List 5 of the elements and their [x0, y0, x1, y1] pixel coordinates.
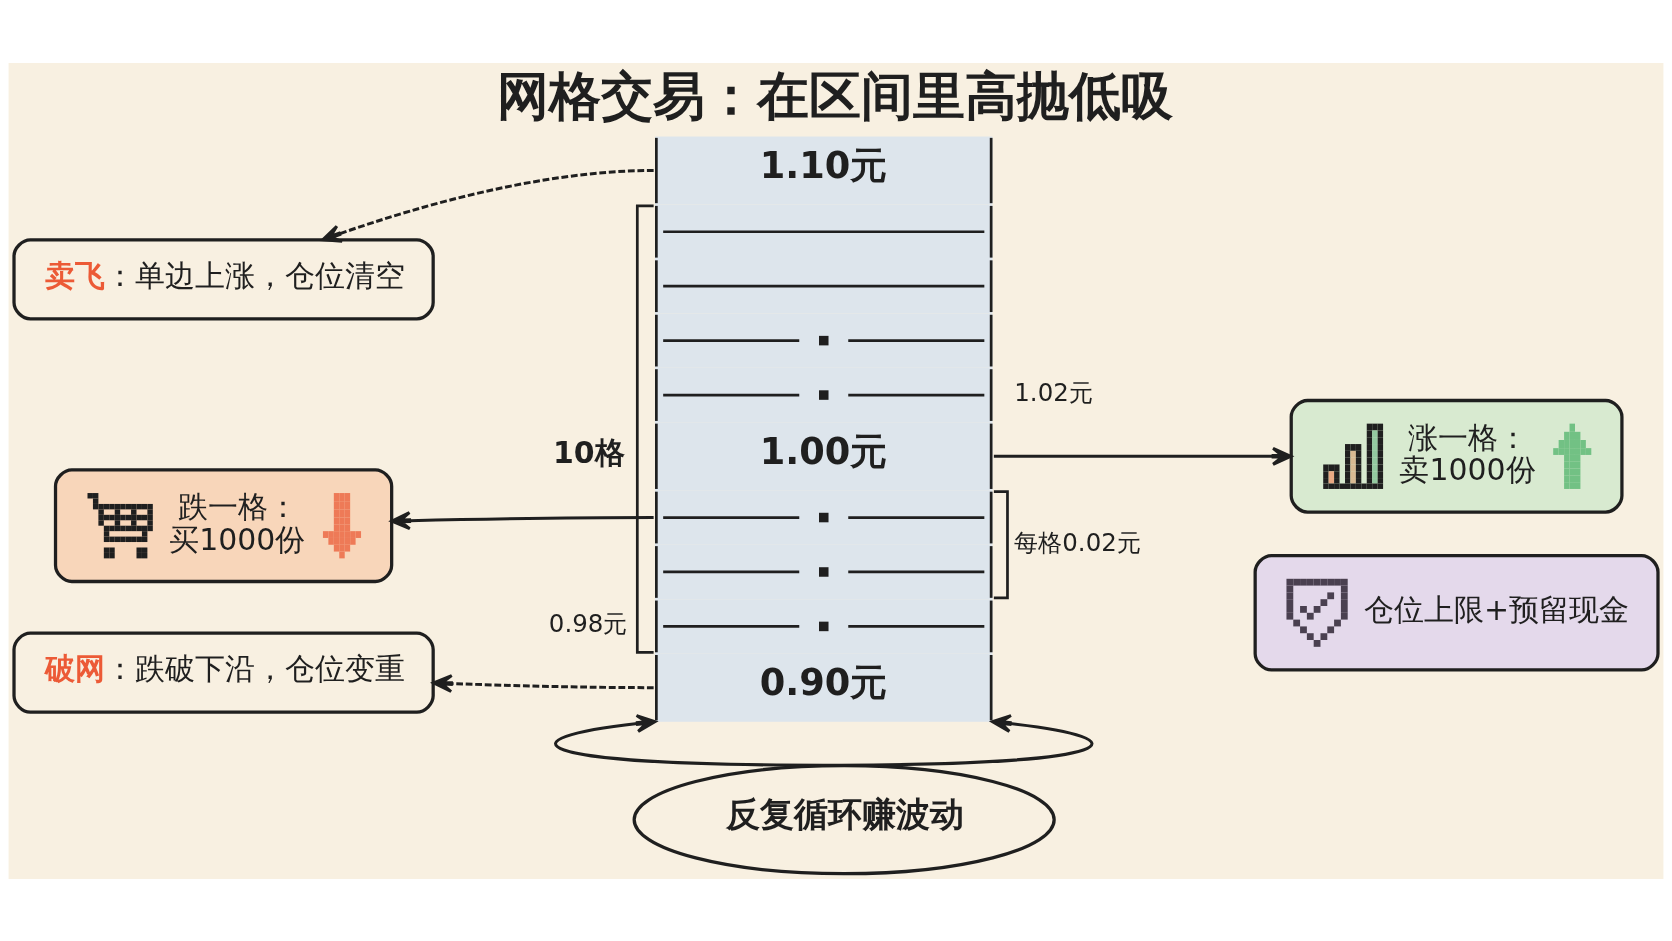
node-label: 0.98元 [548, 608, 628, 638]
node-label: 10格 [552, 434, 625, 470]
node-label: 每格0.02元 [1014, 527, 1141, 557]
node-label: 1.02元 [1014, 377, 1093, 407]
diagram-title: 网格交易：在区间里高抛低吸 [497, 65, 1174, 126]
